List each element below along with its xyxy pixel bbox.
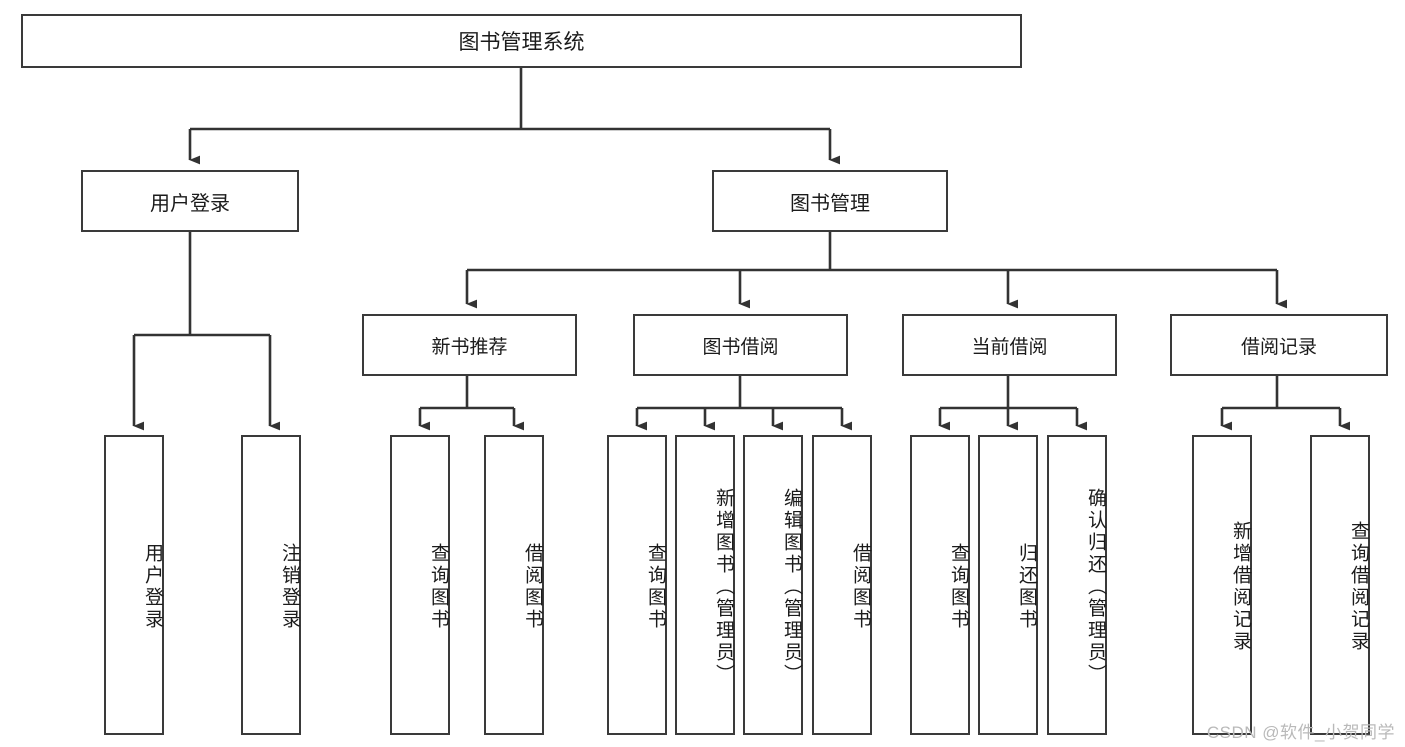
leaf-edit-book-label: 编辑图书（管理员）: [781, 488, 802, 686]
leaf-query-record-label: 查询借阅记录: [1348, 521, 1369, 653]
leaf-add-record[interactable]: 新增借阅记录: [1192, 435, 1252, 735]
node-root-label: 图书管理系统: [458, 31, 585, 54]
leaf-query-book-1[interactable]: 查询图书: [390, 435, 450, 735]
leaf-query-book-2[interactable]: 查询图书: [607, 435, 667, 735]
leaf-query-record[interactable]: 查询借阅记录: [1310, 435, 1370, 735]
leaf-query-book-3-label: 查询图书: [948, 543, 969, 631]
leaf-return-book-label: 归还图书: [1016, 543, 1037, 631]
leaf-borrow-book-2[interactable]: 借阅图书: [812, 435, 872, 735]
leaf-query-book-2-label: 查询图书: [645, 543, 666, 631]
node-root[interactable]: 图书管理系统: [21, 14, 1022, 68]
node-book-borrow-label: 图书借阅: [702, 336, 779, 358]
node-user-login[interactable]: 用户登录: [81, 170, 299, 232]
leaf-confirm-return-label: 确认归还（管理员）: [1085, 488, 1106, 686]
node-borrow-record-label: 借阅记录: [1240, 336, 1317, 358]
leaf-add-book-label: 新增图书（管理员）: [713, 488, 734, 686]
leaf-logout[interactable]: 注销登录: [241, 435, 301, 735]
leaf-logout-label: 注销登录: [279, 543, 300, 631]
node-borrow-record[interactable]: 借阅记录: [1170, 314, 1388, 376]
node-current-borrow[interactable]: 当前借阅: [902, 314, 1117, 376]
node-new-book-rec[interactable]: 新书推荐: [362, 314, 577, 376]
csdn-watermark: CSDN @软件_小贺同学: [1206, 723, 1395, 742]
node-book-borrow[interactable]: 图书借阅: [633, 314, 848, 376]
node-user-login-label: 用户登录: [150, 192, 230, 215]
leaf-return-book[interactable]: 归还图书: [978, 435, 1038, 735]
node-book-manage-label: 图书管理: [790, 192, 870, 215]
leaf-user-login[interactable]: 用户登录: [104, 435, 164, 735]
leaf-borrow-book-2-label: 借阅图书: [850, 543, 871, 631]
node-new-book-rec-label: 新书推荐: [431, 336, 508, 358]
leaf-edit-book[interactable]: 编辑图书（管理员）: [743, 435, 803, 735]
leaf-add-record-label: 新增借阅记录: [1230, 521, 1251, 653]
leaf-borrow-book-1-label: 借阅图书: [522, 543, 543, 631]
leaf-add-book[interactable]: 新增图书（管理员）: [675, 435, 735, 735]
leaf-borrow-book-1[interactable]: 借阅图书: [484, 435, 544, 735]
leaf-query-book-3[interactable]: 查询图书: [910, 435, 970, 735]
leaf-query-book-1-label: 查询图书: [428, 543, 449, 631]
leaf-confirm-return[interactable]: 确认归还（管理员）: [1047, 435, 1107, 735]
leaf-user-login-label: 用户登录: [142, 543, 163, 631]
node-current-borrow-label: 当前借阅: [971, 336, 1048, 358]
node-book-manage[interactable]: 图书管理: [712, 170, 948, 232]
